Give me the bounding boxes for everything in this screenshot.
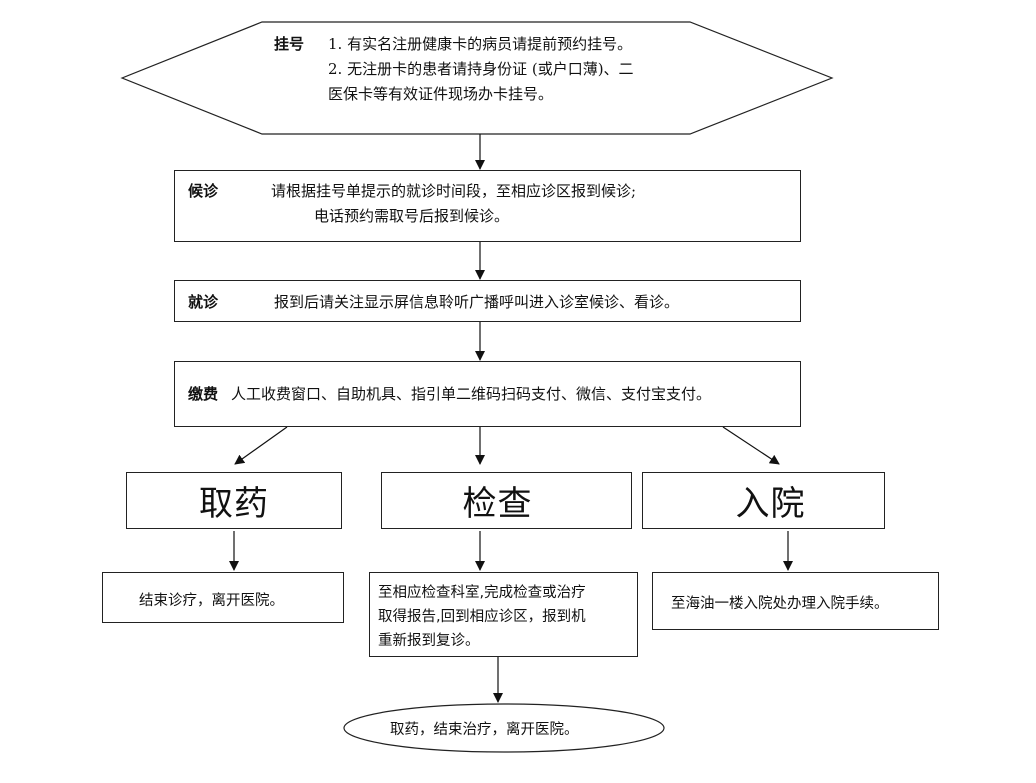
- registration-line-2: 2. 无注册卡的患者请持身份证 (或户口薄)、二: [328, 60, 634, 78]
- consultation-text: 报到后请关注显示屏信息聆听广播呼叫进入诊室候诊、看诊。: [274, 293, 680, 311]
- arrow-payment-to-medicine: [234, 426, 288, 465]
- examination-result-box: 至相应检查科室,完成检查或治疗 取得报告,回到相应诊区，报到机 重新报到复诊。: [369, 572, 638, 657]
- examination-result-line-3: 重新报到复诊。: [378, 633, 480, 649]
- consultation-box: 就诊 报到后请关注显示屏信息聆听广播呼叫进入诊室候诊、看诊。: [174, 280, 801, 322]
- admission-title: 入院: [735, 484, 806, 524]
- admission-result: 至海油一楼入院处办理入院手续。: [671, 596, 889, 612]
- waiting-line-1: 请根据挂号单提示的就诊时间段，至相应诊区报到候诊;: [271, 182, 637, 200]
- arrow-payment-to-admission: [722, 426, 780, 465]
- examination-result-line-1: 至相应检查科室,完成检查或治疗: [378, 585, 586, 601]
- examination-title: 检查: [462, 484, 533, 524]
- examination-result-line-2: 取得报告,回到相应诊区，报到机: [378, 609, 586, 625]
- registration-hexagon: [120, 21, 834, 135]
- payment-label: 缴费: [188, 385, 219, 403]
- examination-box: 检查: [381, 472, 632, 529]
- medicine-result-box: 结束诊疗，离开医院。: [102, 572, 344, 623]
- registration-line-3: 医保卡等有效证件现场办卡挂号。: [328, 85, 554, 103]
- medicine-result: 结束诊疗，离开医院。: [139, 593, 284, 609]
- registration-line-1: 1. 有实名注册健康卡的病员请提前预约挂号。: [328, 35, 633, 53]
- admission-box: 入院: [642, 472, 885, 529]
- waiting-label: 候诊: [188, 182, 219, 200]
- registration-label: 挂号: [274, 35, 305, 53]
- admission-result-box: 至海油一楼入院处办理入院手续。: [652, 572, 939, 630]
- final-ellipse: [343, 703, 665, 753]
- waiting-box: 候诊 请根据挂号单提示的就诊时间段，至相应诊区报到候诊; 电话预约需取号后报到候…: [174, 170, 801, 242]
- consultation-label: 就诊: [188, 293, 219, 311]
- medicine-box: 取药: [126, 472, 342, 529]
- payment-text: 人工收费窗口、自助机具、指引单二维码扫码支付、微信、支付宝支付。: [231, 385, 712, 403]
- waiting-line-2: 电话预约需取号后报到候诊。: [314, 207, 510, 225]
- medicine-title: 取药: [199, 484, 269, 524]
- final-text: 取药，结束治疗，离开医院。: [390, 722, 579, 738]
- payment-box: 缴费 人工收费窗口、自助机具、指引单二维码扫码支付、微信、支付宝支付。: [174, 361, 801, 427]
